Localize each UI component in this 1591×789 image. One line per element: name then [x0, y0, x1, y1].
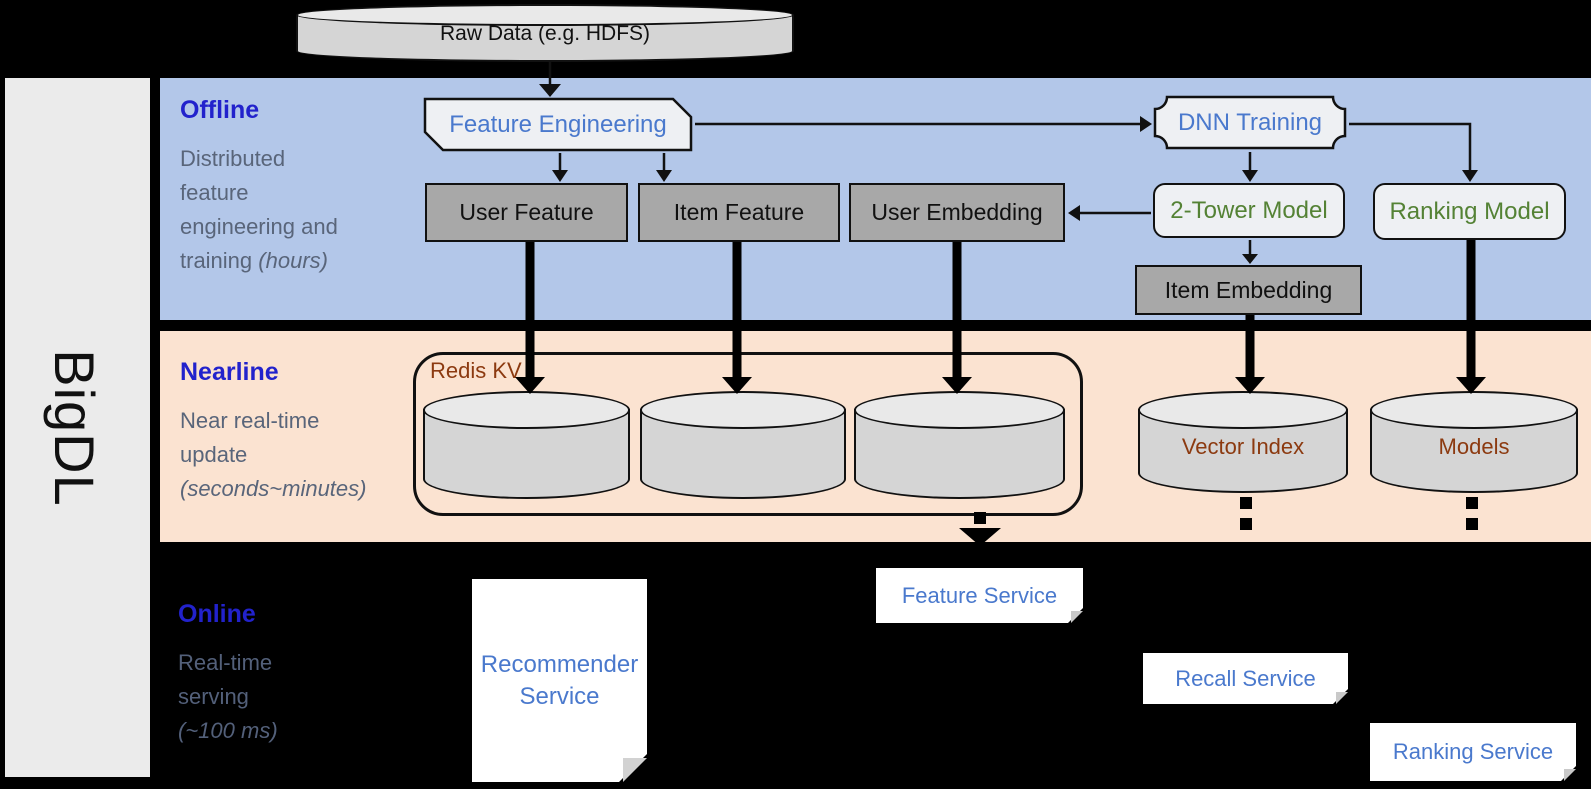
recommender-service-document: Recommender Service [472, 579, 647, 782]
recall-service-label: Recall Service [1175, 665, 1316, 691]
item-embedding-label: Item Embedding [1164, 276, 1333, 303]
ranking-model-node: Ranking Model [1373, 183, 1566, 240]
cylinder-top [1138, 391, 1348, 429]
two-tower-model-node: 2-Tower Model [1153, 183, 1345, 238]
plaque-shape [1153, 95, 1347, 150]
recommender-service-line2: Service [519, 682, 600, 710]
models-label: Models [1438, 434, 1510, 460]
recommender-service-line1: Recommender [480, 650, 639, 678]
two-tower-model-label: 2-Tower Model [1170, 196, 1328, 224]
ranking-service-label: Ranking Service [1392, 739, 1554, 764]
cylinder-top [423, 391, 630, 429]
bigdl-sidebar: BigDL [5, 78, 150, 777]
feature-service-label: Feature Service [901, 582, 1058, 608]
item-embedding-node: Item Embedding [1135, 265, 1362, 315]
vector-index-cylinder: Vector Index [1138, 391, 1348, 493]
redis-kv-container [413, 352, 1083, 516]
user-feature-label: User Feature [459, 199, 594, 225]
cylinder-top [854, 391, 1065, 429]
dnn-training-node: DNN Training [1153, 95, 1347, 150]
feature-engineering-label: Feature Engineering [449, 110, 667, 138]
online-band-label: Online [178, 600, 256, 628]
ranking-service-node: Ranking Service [1370, 723, 1576, 781]
offline-desc-line: Distributed [180, 146, 286, 171]
raw-data-cylinder: Raw Data (e.g. HDFS) [296, 4, 794, 62]
feature-engineering-node: Feature Engineering [423, 97, 693, 152]
user-feature-node: User Feature [425, 183, 628, 242]
snip-rectangle-shape [423, 97, 693, 152]
user-embedding-label: User Embedding [871, 199, 1043, 225]
nearline-band-label: Nearline [180, 358, 279, 386]
nearline-band-description: Near real-time update (seconds~minutes) [180, 404, 430, 506]
offline-band-description: Distributed feature engineering and trai… [180, 142, 420, 278]
cylinder-top [296, 4, 794, 26]
offline-desc-duration: (hours) [258, 248, 328, 273]
user-embedding-node: User Embedding [849, 183, 1065, 242]
online-desc-line: serving [178, 684, 249, 709]
bigdl-title: BigDL [43, 349, 106, 507]
offline-band-label: Offline [180, 96, 260, 124]
nearline-desc-duration: (seconds~minutes) [180, 476, 367, 501]
redis-cylinder-1 [423, 391, 630, 499]
item-feature-node: Item Feature [638, 183, 840, 242]
online-desc-line: Real-time [178, 650, 273, 675]
feature-service-node: Feature Service [876, 568, 1083, 623]
ranking-model-label: Ranking Model [1389, 197, 1550, 225]
nearline-desc-line: update [180, 442, 248, 467]
item-feature-label: Item Feature [673, 199, 805, 225]
offline-desc-line: training [180, 248, 253, 273]
raw-data-label: Raw Data (e.g. HDFS) [439, 22, 651, 46]
offline-desc-line: engineering and [180, 214, 338, 239]
models-cylinder: Models [1370, 391, 1578, 493]
cylinder-top [1370, 391, 1578, 429]
online-band-description: Real-time serving (~100 ms) [178, 646, 398, 748]
redis-kv-label: Redis KV [430, 358, 522, 383]
dnn-training-label: DNN Training [1177, 108, 1323, 136]
vector-index-label: Vector Index [1181, 434, 1305, 460]
recall-service-node: Recall Service [1143, 653, 1348, 704]
redis-cylinder-2 [640, 391, 846, 499]
cylinder-top [640, 391, 846, 429]
online-desc-duration: (~100 ms) [178, 718, 278, 743]
redis-cylinder-3 [854, 391, 1065, 499]
nearline-desc-line: Near real-time [180, 408, 320, 433]
recommender-service-label: Recommender Service [481, 649, 638, 713]
offline-desc-line: feature [180, 180, 249, 205]
